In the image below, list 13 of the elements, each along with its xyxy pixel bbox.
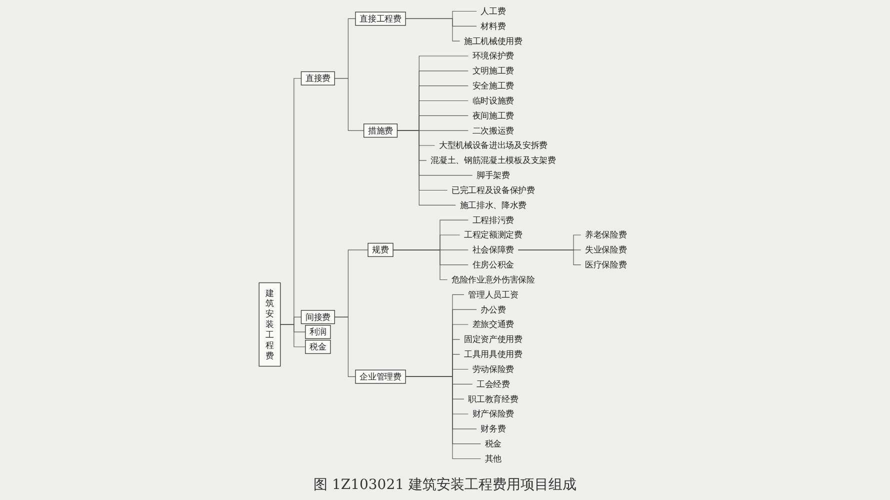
connector-line bbox=[334, 78, 364, 131]
connector-line bbox=[280, 324, 306, 348]
connector-line bbox=[334, 316, 356, 377]
figure-caption: 图 1Z103021 建筑安装工程费用项目组成 bbox=[314, 477, 576, 493]
root-cost-box: 建筑安装工程费 bbox=[258, 282, 281, 367]
cost-item-text: 办公费 bbox=[480, 305, 506, 314]
cost-item-text: 工程排污费 bbox=[472, 216, 514, 225]
connector-line bbox=[405, 18, 460, 42]
category-box: 间接费 bbox=[300, 310, 335, 324]
connector-line bbox=[405, 376, 481, 460]
connector-line bbox=[392, 250, 448, 280]
connector-line bbox=[518, 250, 582, 266]
connector-line bbox=[396, 130, 456, 206]
